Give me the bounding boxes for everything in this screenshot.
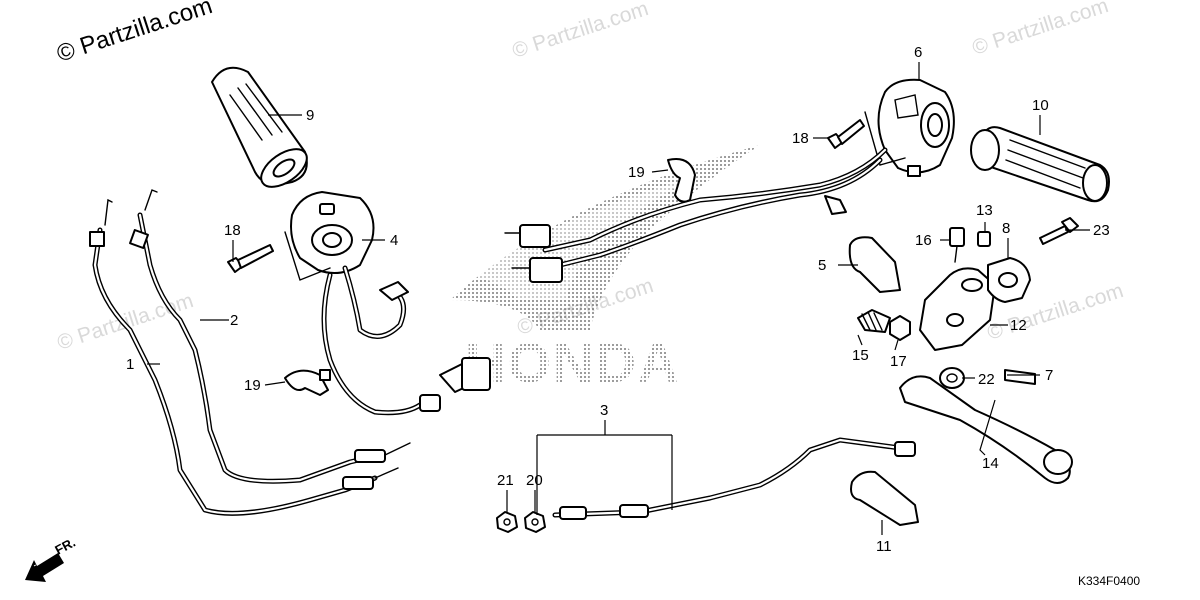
callout-9: 9 <box>306 107 314 124</box>
part-6-right-switch <box>864 78 955 177</box>
part-20-nut <box>524 511 546 533</box>
callout-6: 6 <box>914 44 922 61</box>
callout-10: 10 <box>1032 97 1049 114</box>
part-13-screw <box>977 231 991 247</box>
part-18-bolt-left <box>227 244 274 273</box>
part-14-clutch-lever <box>899 375 1073 484</box>
callout-2: 2 <box>230 312 238 329</box>
part-19-clip-upper <box>667 158 696 203</box>
callout-15: 15 <box>852 347 869 364</box>
callout-5: 5 <box>818 257 826 274</box>
callout-20: 20 <box>526 472 543 489</box>
callout-18-left: 18 <box>224 222 241 239</box>
callout-14: 14 <box>982 455 999 472</box>
callout-21: 21 <box>497 472 514 489</box>
callout-16: 16 <box>915 232 932 249</box>
honda-wing-logo: HONDA <box>450 145 760 394</box>
callout-19-lower: 19 <box>244 377 261 394</box>
part-8-clamp <box>987 257 1031 303</box>
part-17-nut <box>889 315 911 341</box>
part-5-lever-cover <box>848 236 901 293</box>
part-2-throttle-cable <box>129 189 411 484</box>
callout-numbers: 1 2 3 4 5 6 7 8 9 10 11 12 13 14 15 16 1… <box>126 44 1110 555</box>
part-18-bolt-right <box>827 119 865 149</box>
part-10-right-grip <box>970 126 1110 203</box>
leader-lines <box>147 62 1090 535</box>
front-direction-indicator: FR. <box>25 535 78 582</box>
right-switch-harness <box>504 147 888 283</box>
part-12-lever-bracket <box>919 267 996 351</box>
part-23-bolt <box>1039 217 1079 245</box>
watermark-main: © Partzilla.com <box>54 0 216 68</box>
part-21-nut <box>496 511 518 533</box>
diagram-code: K334F0400 <box>1078 574 1140 588</box>
part-9-left-grip <box>211 66 308 188</box>
part-15-adjuster <box>857 309 891 333</box>
callout-23: 23 <box>1093 222 1110 239</box>
watermark: © Partzilla.com <box>969 0 1111 60</box>
part-7-pin <box>1004 369 1036 385</box>
watermark: © Partzilla.com <box>509 0 651 63</box>
callout-3: 3 <box>600 402 608 419</box>
callout-7: 7 <box>1045 367 1053 384</box>
callout-8: 8 <box>1002 220 1010 237</box>
part-3-clutch-cable <box>552 437 916 520</box>
callout-11: 11 <box>876 538 892 555</box>
callout-22: 22 <box>978 371 995 388</box>
callout-17: 17 <box>890 353 907 370</box>
callout-19-upper: 19 <box>628 164 645 181</box>
callout-1: 1 <box>126 356 134 373</box>
part-4-left-switch <box>284 191 491 416</box>
part-11-cover <box>850 470 919 526</box>
callout-4: 4 <box>390 232 398 249</box>
part-19-clip-lower <box>284 369 331 396</box>
part-22-collar <box>939 367 965 389</box>
honda-logo-text: HONDA <box>465 331 680 394</box>
callout-18-right: 18 <box>792 130 809 147</box>
part-1-throttle-cable <box>89 198 399 516</box>
callout-13: 13 <box>976 202 993 219</box>
part-16-screw <box>949 227 965 263</box>
callout-12: 12 <box>1010 317 1027 334</box>
